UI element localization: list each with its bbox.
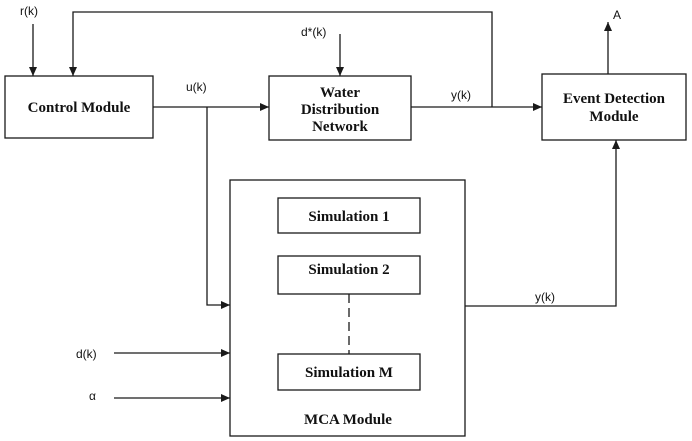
simulation-1-block: Simulation 1 xyxy=(277,197,421,234)
d-label: d(k) xyxy=(76,347,97,361)
u-label: u(k) xyxy=(186,80,207,94)
water-distribution-network-block: Water Distribution Network xyxy=(268,75,412,141)
alpha-label: α xyxy=(89,389,96,403)
a-output-label: A xyxy=(613,8,621,22)
simulation-1-label: Simulation 1 xyxy=(308,209,389,225)
simulation-2-label: Simulation 2 xyxy=(308,262,389,278)
feedback-arrow xyxy=(69,11,493,107)
simulation-m-label: Simulation M xyxy=(305,365,393,381)
y-bottom-label: y(k) xyxy=(535,290,555,304)
water-network-label-line3: Network xyxy=(312,119,368,135)
control-module-block: Control Module xyxy=(4,75,154,139)
control-module-label: Control Module xyxy=(28,100,131,116)
simulation-m-block: Simulation M xyxy=(277,353,421,391)
event-detection-label-line1: Event Detection xyxy=(563,91,666,107)
u-to-mca-arrow xyxy=(206,107,230,309)
water-network-label-line2: Distribution xyxy=(301,102,380,118)
water-network-label-line1: Water xyxy=(320,85,360,101)
event-detection-module-block: Event Detection Module xyxy=(541,73,687,141)
simulation-2-block: Simulation 2 xyxy=(277,255,421,295)
event-detection-label-line2: Module xyxy=(589,109,639,125)
d-star-label: d*(k) xyxy=(301,25,326,39)
r-label: r(k) xyxy=(20,4,38,18)
mca-to-event-detection-arrow xyxy=(465,140,620,307)
y-top-label: y(k) xyxy=(451,88,471,102)
mca-module-label: MCA Module xyxy=(304,412,392,428)
